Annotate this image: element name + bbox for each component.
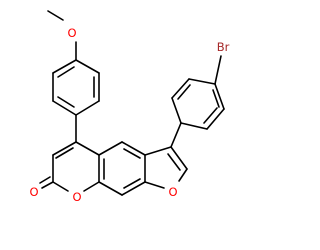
pyranone-oxygen-label: O — [72, 190, 81, 204]
bond — [52, 141, 77, 156]
atom-labels: O Br O O O — [29, 26, 229, 204]
bond — [170, 122, 182, 148]
furan-oxygen-label: O — [168, 185, 177, 199]
bond — [167, 153, 181, 171]
bond — [98, 141, 123, 156]
bond — [57, 96, 75, 108]
bond-lines — [39, 10, 225, 196]
methoxy-oxygen-label: O — [67, 26, 76, 40]
bond — [188, 78, 216, 85]
bond — [144, 146, 172, 156]
bond — [123, 178, 141, 189]
bond — [177, 84, 191, 100]
bond — [52, 181, 69, 192]
bond — [55, 147, 74, 159]
bond — [123, 148, 141, 159]
carbonyl-oxygen-label: O — [29, 185, 38, 199]
bond — [214, 55, 222, 85]
bond — [52, 100, 77, 116]
bond — [75, 141, 100, 156]
bond — [47, 10, 64, 21]
bond — [39, 176, 51, 184]
bond — [203, 107, 218, 124]
bond — [180, 122, 208, 130]
bond — [57, 66, 75, 78]
molecule-structure: O Br O O O — [29, 10, 230, 204]
bond — [171, 97, 182, 124]
bond — [144, 181, 165, 189]
bond — [178, 168, 188, 182]
bond — [52, 59, 77, 74]
bond — [121, 141, 146, 156]
bond — [75, 59, 100, 74]
bond — [214, 83, 225, 110]
bond — [121, 181, 146, 196]
bond — [83, 181, 100, 192]
bond — [212, 89, 220, 108]
bond — [171, 78, 190, 99]
bond — [98, 181, 123, 196]
bond — [41, 181, 54, 189]
bromine-label: Br — [217, 40, 230, 54]
bond — [206, 108, 225, 130]
bond — [75, 100, 100, 116]
bond — [170, 146, 188, 170]
